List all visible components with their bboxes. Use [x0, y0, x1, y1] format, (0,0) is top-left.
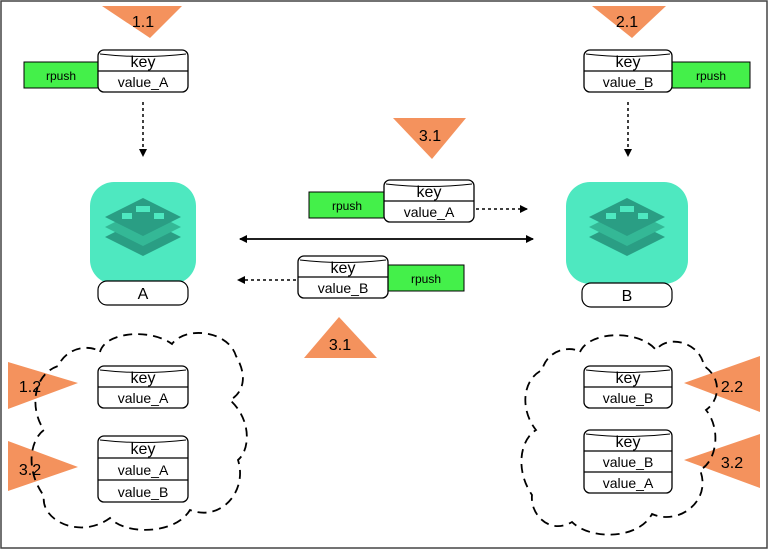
node-a: A: [90, 182, 196, 306]
marker-label: 3.1: [329, 337, 351, 354]
record-value: value_A: [118, 462, 169, 478]
record-value: value_B: [603, 74, 654, 90]
marker-label: 3.2: [721, 455, 743, 472]
marker-label: 3.2: [19, 462, 41, 479]
marker-3-1-bottom: 3.1: [304, 317, 377, 358]
record-r7: key value_B: [583, 365, 673, 409]
record-cap: [385, 183, 473, 187]
marker-1-1: 1.1: [102, 6, 182, 38]
record-r6: key value_A value_B: [97, 435, 189, 503]
record-value: value_B: [318, 280, 369, 296]
cloud-node-b-data: [520, 334, 718, 536]
record-cap: [99, 439, 187, 443]
record-key: key: [616, 434, 641, 451]
redis-stack-icon: [105, 198, 181, 256]
record-key: key: [616, 54, 641, 71]
marker-3-2-right: 3.2: [684, 434, 760, 488]
record-value: value_A: [404, 204, 455, 220]
record-r5: key value_A: [97, 365, 189, 409]
rpush-label: rpush: [332, 199, 362, 213]
node-a-label: A: [138, 286, 149, 303]
record-value: value_B: [118, 484, 169, 500]
rpush-box-4: rpush: [387, 264, 465, 292]
record-value: value_B: [603, 454, 654, 470]
redis-stack-icon: [589, 198, 665, 256]
marker-label: 2.2: [721, 379, 743, 396]
record-key: key: [131, 441, 156, 458]
node-b-label-box: [581, 282, 673, 308]
marker-label: 2.1: [616, 14, 638, 31]
marker-2-1: 2.1: [592, 6, 666, 38]
node-a-label-box: [97, 280, 189, 306]
record-body: [97, 435, 189, 503]
rpush-label: rpush: [696, 69, 726, 83]
marker-3-2-left: 3.2: [8, 441, 78, 491]
record-value: value_A: [118, 390, 169, 406]
record-r1: key value_A: [97, 49, 189, 93]
cloud-node-a-data: [30, 332, 248, 531]
rpush-box-2: rpush: [671, 61, 751, 89]
rpush-box-1: rpush: [23, 61, 99, 89]
record-key: key: [331, 260, 356, 277]
marker-2-2: 2.2: [684, 356, 760, 412]
record-cap: [99, 53, 187, 57]
record-value: value_A: [118, 74, 169, 90]
record-cap: [299, 259, 387, 263]
record-cap: [585, 433, 671, 437]
record-r4: key value_B: [297, 255, 389, 299]
node-b: B: [566, 182, 688, 308]
record-value: value_A: [603, 475, 654, 491]
record-key: key: [131, 54, 156, 71]
record-cap: [585, 53, 671, 57]
record-r8: key value_B value_A: [583, 429, 673, 494]
node-b-label: B: [622, 288, 633, 305]
rpush-label: rpush: [411, 272, 441, 286]
marker-label: 3.1: [419, 128, 441, 145]
record-r3: key value_A: [383, 179, 475, 223]
records-layer: keyvalue_Akeyvalue_Bkeyvalue_Akeyvalue_B…: [97, 49, 673, 503]
rpush-label: rpush: [46, 69, 76, 83]
record-key: key: [616, 370, 641, 387]
record-cap: [99, 369, 187, 373]
marker-1-2: 1.2: [8, 362, 78, 409]
record-value: value_B: [603, 390, 654, 406]
record-r2: key value_B: [583, 49, 673, 93]
marker-3-1-top: 3.1: [393, 118, 466, 159]
record-key: key: [131, 370, 156, 387]
record-cap: [585, 369, 671, 373]
rpush-box-3: rpush: [308, 191, 386, 219]
marker-label: 1.1: [132, 14, 154, 31]
record-body: [583, 429, 673, 494]
record-key: key: [417, 184, 442, 201]
